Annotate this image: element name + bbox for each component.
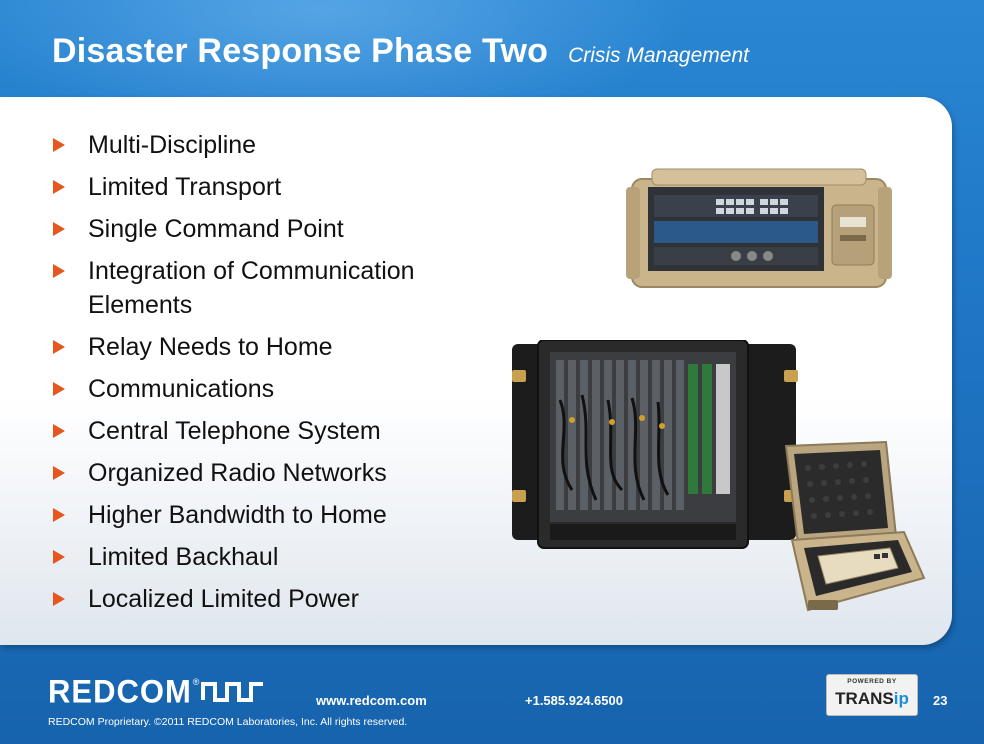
bullet-arrow-icon — [53, 424, 65, 438]
bullet-arrow-icon — [53, 508, 65, 522]
bullet-arrow-icon — [53, 550, 65, 564]
bullet-arrow-icon — [53, 466, 65, 480]
transit-case-image — [512, 340, 798, 549]
bullet-arrow-icon — [53, 138, 65, 152]
bullet-item: Central Telephone System — [52, 414, 518, 448]
redcom-logo: REDCOM ® — [48, 673, 265, 710]
bullet-arrow-icon — [53, 592, 65, 606]
bullet-item: Higher Bandwidth to Home — [52, 498, 518, 532]
rack-case-image — [626, 168, 892, 288]
bullet-arrow-icon — [53, 382, 65, 396]
bullet-arrow-icon — [53, 264, 65, 278]
title-row: Disaster Response Phase Two Crisis Manag… — [52, 32, 749, 71]
bullet-item: Communications — [52, 372, 518, 406]
bullet-item: Organized Radio Networks — [52, 456, 518, 490]
bullet-list: Multi-Discipline Limited Transport Singl… — [52, 128, 518, 616]
badge-brand: TRANSip — [835, 689, 909, 708]
page-number: 23 — [933, 693, 948, 708]
bullet-item: Integration of Communication Elements — [52, 254, 518, 322]
bullet-item: Relay Needs to Home — [52, 330, 518, 364]
slide-title: Disaster Response Phase Two — [52, 32, 549, 70]
slide-subtitle: Crisis Management — [568, 44, 749, 67]
bullet-item: Limited Backhaul — [52, 540, 518, 574]
bullet-arrow-icon — [53, 340, 65, 354]
bullet-item: Limited Transport — [52, 170, 518, 204]
powered-by-badge: POWERED BY TRANSip — [826, 674, 918, 716]
phone-number: +1.585.924.6500 — [525, 693, 623, 708]
badge-label: POWERED BY — [847, 678, 897, 685]
bullet-item: Single Command Point — [52, 212, 518, 246]
website-link[interactable]: www.redcom.com — [316, 693, 427, 708]
bullet-item: Localized Limited Power — [52, 582, 518, 616]
bullet-arrow-icon — [53, 222, 65, 236]
bullet-arrow-icon — [53, 180, 65, 194]
bullet-item: Multi-Discipline — [52, 128, 518, 162]
redcom-waveform-icon — [201, 682, 264, 702]
copyright-text: REDCOM Proprietary. ©2011 REDCOM Laborat… — [48, 716, 408, 728]
pelican-case-image — [784, 440, 926, 612]
